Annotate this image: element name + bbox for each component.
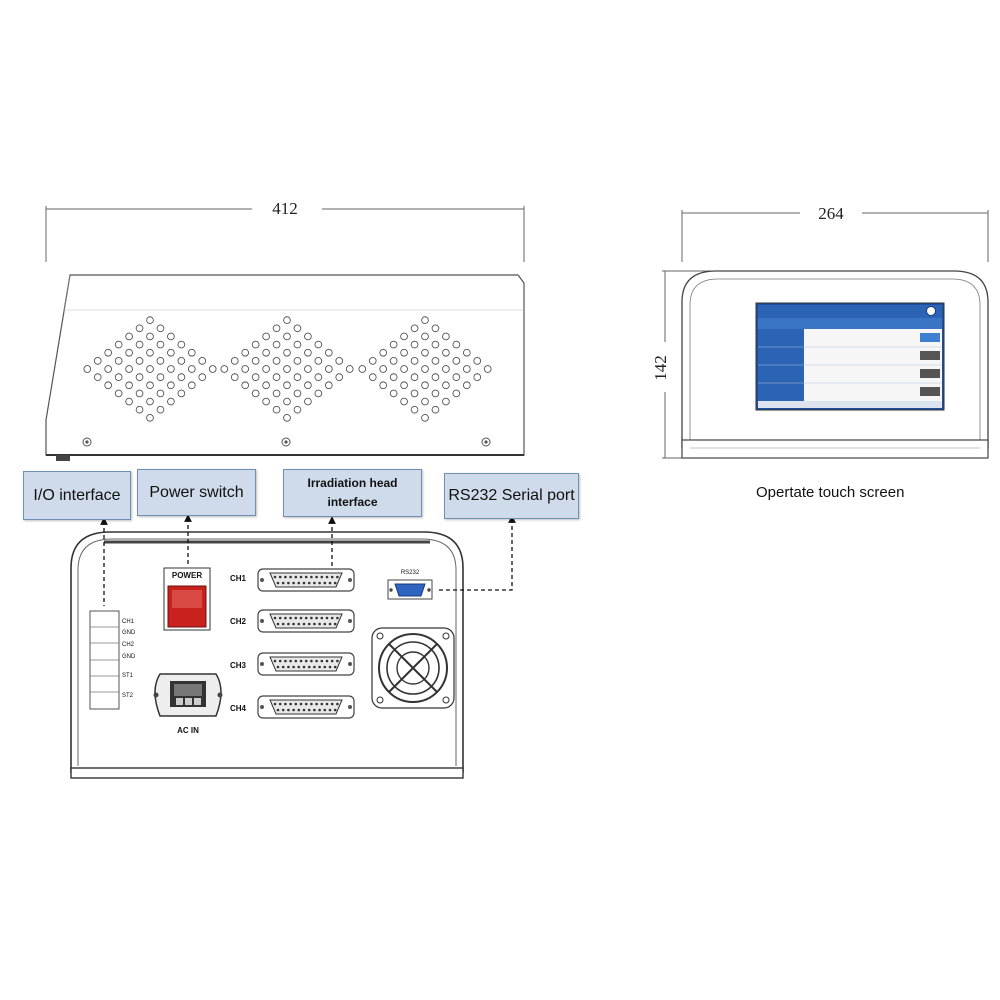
db25-connector-ch4[interactable] [257,695,355,719]
side-view: 412 [45,199,525,461]
io-pin-st2: ST2 [122,693,134,699]
front-view: 264 142 [651,204,989,459]
power-switch-callout: Power switch [137,469,256,516]
channel-label-ch3: CH3 [230,661,247,670]
irradiation-connectors [257,568,355,719]
rs232-callout: RS232 Serial port [444,473,579,519]
cooling-fan [371,627,455,709]
power-switch[interactable] [163,567,211,631]
height-dimension: 142 [651,355,670,381]
io-pin-gnd1: GND [122,630,136,636]
io-pin-st1: ST1 [122,673,134,679]
rear-view: CH1 GND CH2 GND ST1 ST2 POWER AC IN [70,531,464,779]
io-interface-callout: I/O interface [23,471,131,520]
io-pin-ch2: CH2 [122,642,135,648]
power-label: POWER [172,571,202,580]
io-pin-labels: CH1 GND CH2 GND ST1 ST2 [122,619,136,699]
ac-inlet[interactable] [153,673,223,717]
touch-screen-caption: Opertate touch screen [756,484,905,501]
irradiation-head-callout: Irradiation head interface [283,469,422,517]
vent-holes [83,316,492,422]
rs232-port[interactable] [387,579,433,600]
ac-in-label: AC IN [177,726,199,735]
io-terminal[interactable] [89,610,120,710]
io-pin-ch1: CH1 [122,619,135,625]
touch-screen[interactable] [755,302,945,411]
io-pin-gnd2: GND [122,654,136,660]
leader-lines [100,514,516,606]
length-dimension: 412 [272,199,298,218]
db25-connector-ch2[interactable] [257,609,355,633]
channel-label-ch1: CH1 [230,574,247,583]
rs232-label: RS232 [401,570,420,576]
db25-connector-ch1[interactable] [257,568,355,592]
channel-label-ch2: CH2 [230,617,247,626]
db25-connector-ch3[interactable] [257,652,355,676]
channel-label-ch4: CH4 [230,704,247,713]
width-dimension: 264 [818,204,844,223]
